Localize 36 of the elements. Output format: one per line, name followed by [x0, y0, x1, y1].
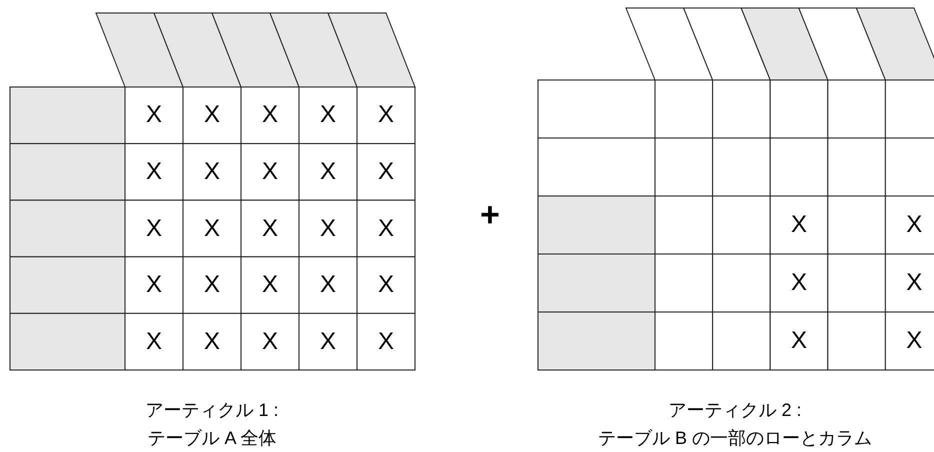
cell-text: X: [262, 216, 278, 240]
cell-text: X: [262, 103, 278, 128]
caption-text: テーブル B の一部のローとカラム: [598, 429, 872, 447]
cell-text: X: [204, 103, 220, 128]
cell-text: X: [146, 160, 162, 184]
cell-text: X: [146, 273, 162, 298]
caption-text: アーティクル 1 :: [146, 401, 279, 419]
cell-text: X: [378, 160, 394, 184]
caption-text: テーブル A 全体: [148, 429, 277, 447]
cell-text: X: [906, 271, 922, 295]
cell-text: X: [378, 330, 394, 354]
cell-text: X: [320, 216, 336, 240]
cell-text: X: [320, 103, 336, 128]
cell-text: X: [320, 160, 336, 184]
cell-text: X: [262, 160, 278, 184]
cell-text: X: [320, 330, 336, 354]
cell-text: X: [791, 329, 808, 353]
cell-text: X: [791, 271, 808, 295]
cell-text: X: [791, 213, 808, 237]
cell-text: X: [378, 216, 394, 240]
cell-text: X: [146, 216, 162, 240]
cell-text: X: [204, 160, 220, 184]
cell-text: X: [204, 216, 220, 240]
cell-text: X: [378, 273, 394, 298]
cell-text: X: [204, 273, 220, 298]
cell-text: X: [262, 330, 278, 354]
plus-sign: +: [480, 198, 500, 232]
cell-text: X: [378, 103, 394, 128]
cell-text: X: [146, 330, 162, 354]
cell-text: X: [204, 330, 220, 354]
cell-text: X: [262, 273, 278, 298]
cell-text: X: [906, 329, 922, 353]
caption-text: アーティクル 2 :: [668, 401, 802, 419]
cell-text: X: [320, 273, 336, 298]
cell-text: X: [146, 103, 162, 128]
cell-text: X: [906, 213, 922, 237]
